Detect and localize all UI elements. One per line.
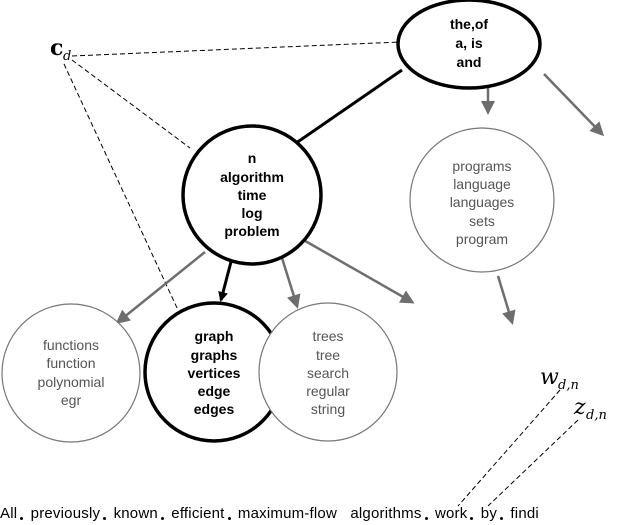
edge-algorithm-trees bbox=[280, 257, 301, 309]
functions-word-3: polynomial bbox=[38, 374, 105, 390]
graph-word-3: vertices bbox=[188, 365, 241, 381]
c-subscript: d bbox=[63, 49, 71, 64]
edge-algorithm-extra bbox=[299, 236, 415, 304]
edge-algorithm-graph bbox=[218, 257, 234, 302]
functions-word-2: function bbox=[46, 355, 95, 371]
programs-word-4: sets bbox=[469, 213, 495, 229]
document-sentence: All previously known efficient maximum-f… bbox=[0, 505, 640, 522]
dashed-z-word bbox=[487, 419, 579, 507]
node-trees-shape bbox=[258, 302, 398, 442]
root-word-3: and bbox=[457, 54, 482, 70]
sentence-word: previously bbox=[31, 505, 107, 522]
node-functions-shape bbox=[1, 303, 141, 443]
node-root: the,of a, is and bbox=[396, 0, 542, 90]
w-symbol: w bbox=[540, 365, 559, 390]
edge-programs-extra bbox=[496, 275, 516, 325]
sentence-word: All bbox=[0, 505, 24, 522]
programs-word-2: language bbox=[453, 176, 511, 192]
graph-word-2: graphs bbox=[191, 347, 238, 363]
root-word-1: the,of bbox=[450, 16, 488, 32]
node-programs: programs language languages sets program bbox=[409, 127, 555, 273]
w-subscript: d,n bbox=[558, 378, 579, 393]
functions-word-4: egr bbox=[61, 392, 82, 408]
node-algorithm-shape bbox=[181, 124, 323, 266]
graph-word-1: graph bbox=[195, 328, 234, 344]
trees-word-3: search bbox=[307, 365, 349, 381]
node-graph: graph graphs vertices edge edges bbox=[143, 301, 285, 443]
algorithm-word-4: log bbox=[242, 205, 263, 221]
edge-root-extra bbox=[543, 73, 605, 137]
graph-word-5: edges bbox=[194, 401, 235, 417]
node-programs-shape bbox=[409, 127, 555, 273]
label-c-d: c d bbox=[50, 35, 71, 64]
sentence-word: algorithms bbox=[350, 505, 428, 522]
graph-word-4: edge bbox=[198, 383, 231, 399]
c-symbol: c bbox=[50, 35, 63, 61]
sentence-word: maximum-flow bbox=[237, 505, 337, 522]
node-functions: functions function polynomial egr bbox=[1, 303, 141, 443]
sentence-word: efficient bbox=[171, 505, 231, 522]
algorithm-word-2: algorithm bbox=[220, 169, 284, 185]
dashed-c-algorithm bbox=[71, 59, 191, 149]
trees-word-1: trees bbox=[312, 328, 343, 344]
dashed-links-wz bbox=[457, 389, 579, 507]
node-root-shape bbox=[396, 0, 542, 90]
gray-edges bbox=[115, 73, 605, 325]
label-w-dn: w d,n bbox=[540, 365, 579, 393]
programs-word-5: program bbox=[456, 231, 508, 247]
bold-edges bbox=[218, 68, 403, 302]
dashed-links-c bbox=[63, 41, 401, 311]
sentence-word: known bbox=[114, 505, 164, 522]
algorithm-word-3: time bbox=[238, 187, 267, 203]
trees-word-2: tree bbox=[316, 347, 340, 363]
dashed-c-graph bbox=[63, 63, 179, 311]
edge-algorithm-functions bbox=[115, 251, 206, 324]
programs-word-1: programs bbox=[452, 158, 511, 174]
sentence-word: findi bbox=[510, 505, 539, 522]
sentence-word: by bbox=[481, 505, 504, 522]
node-trees: trees tree search regular string bbox=[258, 302, 398, 442]
z-subscript: d,n bbox=[586, 408, 607, 423]
algorithm-word-5: problem bbox=[224, 223, 279, 239]
z-symbol: z bbox=[573, 395, 586, 420]
algorithm-word-1: n bbox=[248, 150, 257, 166]
dashed-w-word bbox=[457, 389, 561, 507]
programs-word-3: languages bbox=[450, 194, 515, 210]
functions-word-1: functions bbox=[43, 337, 99, 353]
edge-root-algorithm bbox=[284, 68, 403, 152]
node-algorithm: n algorithm time log problem bbox=[181, 124, 323, 266]
trees-word-5: string bbox=[311, 401, 345, 417]
dashed-c-root bbox=[71, 41, 401, 57]
sentence-word: work bbox=[435, 505, 474, 522]
label-z-dn: z d,n bbox=[573, 395, 607, 423]
root-word-2: a, is bbox=[455, 35, 482, 51]
trees-word-4: regular bbox=[306, 383, 350, 399]
